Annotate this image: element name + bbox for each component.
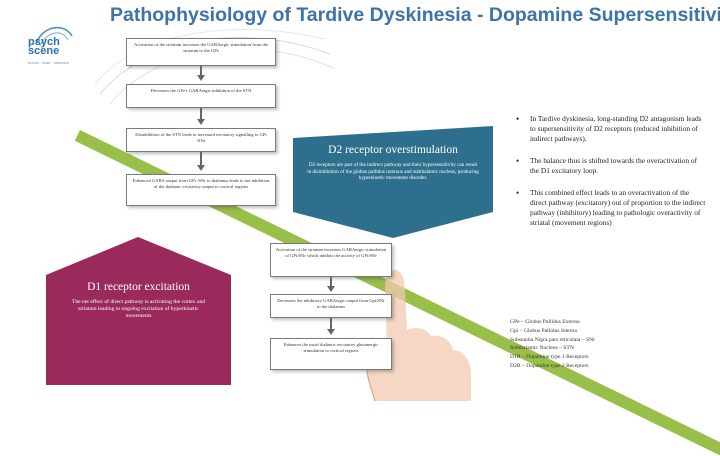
left-flow-step-1: Activation of the striatum increases the… [126,38,276,66]
bullet-item: •This combined effect leads to an overac… [516,188,706,227]
d1-callout-shape [46,237,231,385]
bullet-dot-icon: • [516,188,520,198]
logo-line2: scene [28,45,60,57]
d2-callout-shape [293,126,493,238]
right-arrow-2-icon [327,329,335,335]
abbreviation-item: GPe – Globus Pallidus Externa [510,319,580,325]
abbreviation-item: Gpi – Globus Pallidus Interna [510,327,577,334]
left-arrow-3-icon [197,165,205,171]
left-flow-step-3: Disinhibition of the STN leads to increa… [126,128,276,152]
abbreviation-item: D2R – Dopamine type 2 Receptors [510,362,589,369]
bullet-dot-icon: • [516,114,520,124]
left-flow-step-4: Enhanced GABA output from GPi /SNr to th… [126,174,276,206]
right-flow-step-2: Decreases the inhibitory GABAergic outpu… [270,294,392,318]
left-arrow-stem-1 [200,66,202,76]
logo-line1: psych [28,36,60,48]
left-flow-step-2: Decreases the GPe's GABAergic inhibition… [126,84,276,108]
abbreviation-item: Substantia Nigra pars reticulata – SNr [510,336,595,343]
logo-swirl-icon [35,26,73,47]
abbreviation-item: Subthalamic Nucleus – STN [510,345,574,352]
page-title: Pathophysiology of Tardive Dyskinesia - … [110,4,720,26]
left-arrow-stem-3 [200,152,202,166]
right-arrow-1-icon [327,286,335,292]
right-flow-step-3: Enhances the usual thalamic excitatory g… [270,338,392,370]
abbreviation-list: GPe – Globus Pallidus Externa Gpi – Glob… [510,318,710,371]
d2-receptor-callout: D2 receptor overstimulation D2 receptors… [293,126,493,238]
right-arrow-stem-2 [330,318,332,330]
right-arrow-stem-1 [330,277,332,287]
d1-body: The net effect of direct pathway is acti… [71,299,206,320]
pointing-hand-image [365,270,471,401]
left-arrow-1-icon [197,75,205,81]
d1-receptor-callout: D1 receptor excitation The net effect of… [46,237,231,385]
left-arrow-stem-2 [200,108,202,120]
bullet-item: •The balance thus is shifted towards the… [516,156,698,175]
bullet-dot-icon: • [516,156,520,166]
d2-heading: D2 receptor overstimulation [328,144,458,156]
d2-body: D2 receptors are part of the indirect pa… [307,162,479,182]
bullet-item: •In Tardive dyskinesia, long-standing D2… [516,114,702,143]
right-flow-step-1: Activation of the striatum increases GAB… [270,243,392,277]
left-arrow-2-icon [197,119,205,125]
d1-heading: D1 receptor excitation [87,281,190,293]
abbreviation-item: D1R – Dopamine type 1 Receptors [510,354,589,361]
summary-bullets: •In Tardive dyskinesia, long-standing D2… [516,114,706,240]
logo-tagline: enrich · lead · enhance [28,60,69,65]
psychscene-logo: psych scene enrich · lead · enhance [28,26,88,72]
